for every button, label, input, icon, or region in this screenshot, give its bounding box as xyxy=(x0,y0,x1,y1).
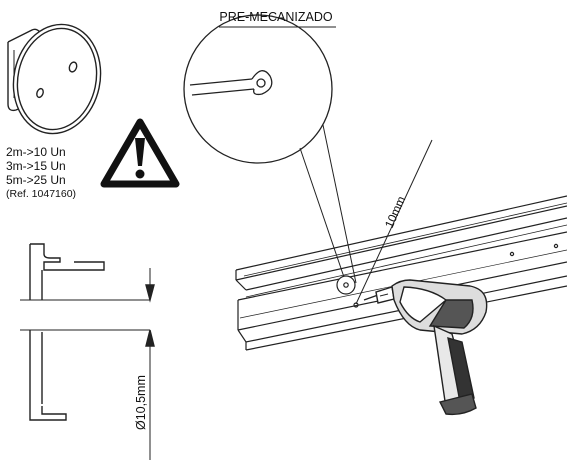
quantity-item: 5m->25 Un xyxy=(6,173,66,187)
drill-size-label: 10mm xyxy=(382,194,408,230)
quantity-item: 3m->15 Un xyxy=(6,159,66,173)
rail-profile xyxy=(235,195,567,351)
profile-section xyxy=(20,243,155,460)
quantity-item: 2m->10 Un xyxy=(6,145,66,159)
premachined-label: PRE-MECANIZADO xyxy=(219,10,332,24)
reference-number: (Ref. 1047160) xyxy=(6,188,77,200)
detail-magnifier xyxy=(183,14,357,284)
warning-triangle-icon xyxy=(100,118,180,188)
end-cap-icon xyxy=(7,23,102,135)
hole-diameter-label: Ø10,5mm xyxy=(134,375,148,430)
quantity-list: 2m->10 Un 3m->15 Un 5m->25 Un (Ref. 1047… xyxy=(6,145,76,201)
drill-icon xyxy=(363,279,488,416)
